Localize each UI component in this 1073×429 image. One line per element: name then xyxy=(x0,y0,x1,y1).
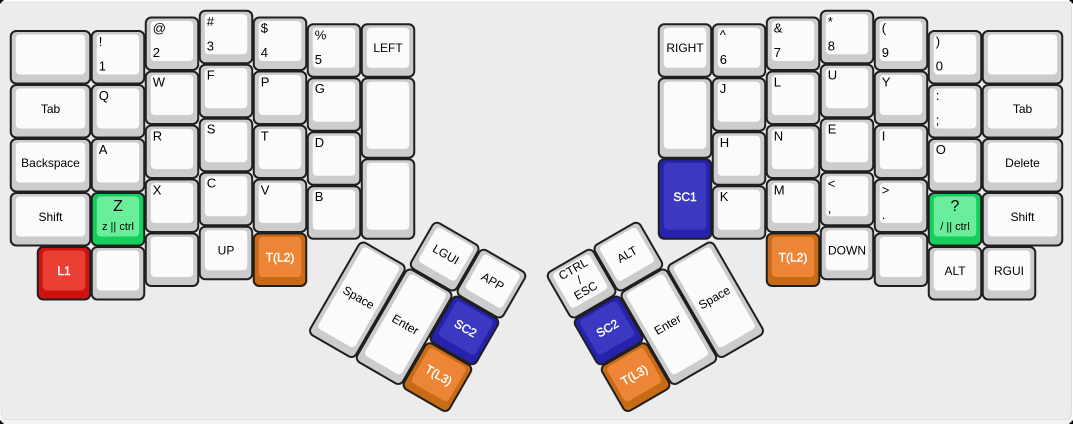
svg-text:W: W xyxy=(153,74,166,89)
svg-text:Tab: Tab xyxy=(1013,102,1033,116)
svg-text:Backspace: Backspace xyxy=(21,156,80,170)
svg-text:L1: L1 xyxy=(57,264,71,278)
svg-text:LEFT: LEFT xyxy=(373,41,403,55)
svg-text:X: X xyxy=(153,182,162,197)
svg-text:H: H xyxy=(720,135,729,150)
svg-text:4: 4 xyxy=(261,45,268,60)
svg-text:R: R xyxy=(153,128,162,143)
svg-text:Shift: Shift xyxy=(1010,210,1035,224)
svg-text:*: * xyxy=(828,14,833,29)
svg-text:E: E xyxy=(828,122,837,137)
svg-text:Y: Y xyxy=(882,74,891,89)
svg-text:Delete: Delete xyxy=(1005,156,1040,170)
svg-text:O: O xyxy=(936,142,946,157)
svg-text:N: N xyxy=(774,128,783,143)
svg-text:!: ! xyxy=(99,34,103,49)
svg-text:ALT: ALT xyxy=(944,264,966,278)
svg-text:^: ^ xyxy=(720,27,727,42)
svg-text:?: ? xyxy=(951,198,960,215)
svg-text:SC1: SC1 xyxy=(673,190,697,204)
svg-text:J: J xyxy=(720,81,727,96)
svg-text:P: P xyxy=(261,74,270,89)
svg-text:5: 5 xyxy=(315,52,322,67)
svg-text:RGUI: RGUI xyxy=(994,264,1024,278)
svg-text:C: C xyxy=(207,176,216,191)
svg-text:I: I xyxy=(882,128,886,143)
svg-text:U: U xyxy=(828,68,837,83)
svg-text:T(L2): T(L2) xyxy=(779,251,808,265)
svg-text:0: 0 xyxy=(936,59,943,74)
svg-text:#: # xyxy=(207,14,215,29)
svg-text:Shift: Shift xyxy=(38,210,63,224)
svg-text:$: $ xyxy=(261,21,269,36)
svg-text:z || ctrl: z || ctrl xyxy=(102,221,134,233)
svg-text:F: F xyxy=(207,68,215,83)
svg-text:A: A xyxy=(99,142,108,157)
svg-text:Tab: Tab xyxy=(41,102,61,116)
svg-text:3: 3 xyxy=(207,38,214,53)
svg-text::: : xyxy=(936,88,940,103)
svg-text:G: G xyxy=(315,81,325,96)
svg-text:@: @ xyxy=(153,21,166,36)
svg-text:/: / xyxy=(575,273,585,287)
svg-text:T: T xyxy=(261,128,269,143)
svg-text:1: 1 xyxy=(99,59,106,74)
svg-text:9: 9 xyxy=(882,45,889,60)
svg-text:D: D xyxy=(315,135,324,150)
svg-text:2: 2 xyxy=(153,45,160,60)
svg-text:K: K xyxy=(720,189,729,204)
svg-text:S: S xyxy=(207,122,216,137)
svg-text:Z: Z xyxy=(113,198,123,215)
svg-text:>: > xyxy=(882,183,890,198)
svg-text:DOWN: DOWN xyxy=(828,244,866,258)
svg-text:Q: Q xyxy=(99,88,109,103)
svg-text:V: V xyxy=(261,182,270,197)
svg-text:6: 6 xyxy=(720,52,727,67)
svg-text:,: , xyxy=(828,200,832,215)
svg-text:&: & xyxy=(774,21,783,36)
svg-text:): ) xyxy=(936,34,940,49)
svg-text:7: 7 xyxy=(774,45,781,60)
svg-text:%: % xyxy=(315,27,327,42)
svg-text:T(L2): T(L2) xyxy=(266,251,295,265)
svg-text:;: ; xyxy=(936,113,940,128)
svg-text:M: M xyxy=(774,182,785,197)
svg-text:B: B xyxy=(315,189,324,204)
svg-text:UP: UP xyxy=(218,244,235,258)
svg-text:<: < xyxy=(828,176,836,191)
svg-text:.: . xyxy=(882,207,886,222)
svg-text:(: ( xyxy=(882,21,887,36)
svg-text:L: L xyxy=(774,74,781,89)
svg-text:8: 8 xyxy=(828,38,835,53)
svg-text:/ || ctrl: / || ctrl xyxy=(940,221,970,233)
svg-text:RIGHT: RIGHT xyxy=(666,41,704,55)
